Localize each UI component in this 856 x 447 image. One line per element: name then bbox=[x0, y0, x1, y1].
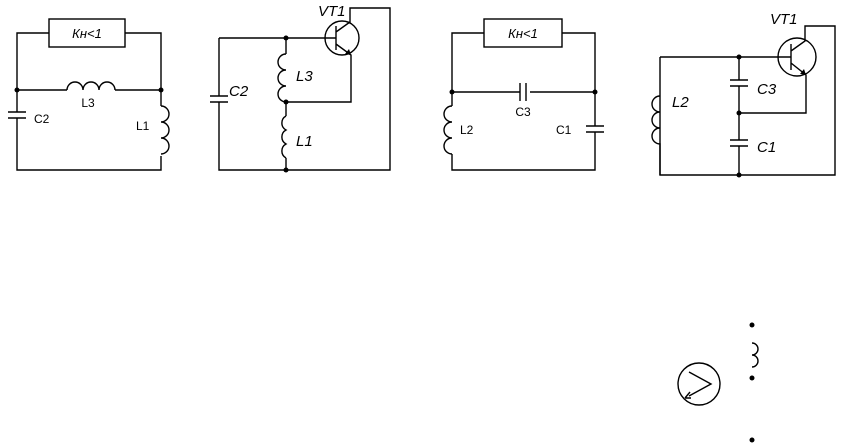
capacitor-c3 bbox=[730, 79, 748, 87]
inductor-l3 bbox=[66, 81, 116, 91]
c3-label: C3 bbox=[757, 81, 777, 98]
terminal-dot bbox=[749, 437, 755, 443]
l3-label: L3 bbox=[296, 68, 313, 85]
wire bbox=[451, 32, 484, 106]
vt1-label: VT1 bbox=[770, 11, 798, 28]
capacitor-c2 bbox=[210, 95, 228, 103]
circuit-3: Кн<1 C3 L2 C1 bbox=[443, 18, 604, 171]
c2-label: C2 bbox=[34, 112, 50, 126]
circuit-2: VT1 C2 L3 L1 bbox=[210, 3, 391, 173]
wire bbox=[218, 7, 391, 171]
inductor-fragment bbox=[751, 342, 759, 368]
l2-label: L2 bbox=[672, 94, 689, 111]
inductor-l3 bbox=[277, 53, 287, 103]
junction-dot bbox=[736, 54, 742, 60]
inductor-l1 bbox=[160, 105, 170, 155]
wire bbox=[562, 32, 596, 126]
junction-dot bbox=[14, 87, 20, 93]
junction-dot bbox=[283, 35, 289, 41]
capacitor-c1 bbox=[730, 139, 748, 147]
junction-dot bbox=[592, 89, 598, 95]
wire bbox=[16, 32, 49, 112]
terminal-dot bbox=[749, 322, 755, 328]
amplifier-label: Кн<1 bbox=[72, 26, 102, 41]
amplifier-label: Кн<1 bbox=[508, 26, 538, 41]
c3-label: C3 bbox=[515, 105, 531, 119]
emitter-arrow bbox=[800, 69, 806, 75]
junction-dot bbox=[736, 110, 742, 116]
circuit-4: VT1 L2 C3 C1 bbox=[651, 11, 836, 178]
amplifier-circle-icon bbox=[677, 362, 721, 406]
junction-dot bbox=[283, 167, 289, 173]
wire bbox=[218, 37, 286, 96]
l1-label: L1 bbox=[296, 133, 313, 150]
c1-label: C1 bbox=[757, 139, 776, 156]
wire bbox=[451, 132, 596, 171]
wire bbox=[16, 118, 162, 171]
amplifier-box bbox=[483, 18, 563, 48]
capacitor-c2 bbox=[8, 111, 26, 119]
l3-label: L3 bbox=[81, 96, 95, 110]
vt1-label: VT1 bbox=[318, 3, 346, 20]
inductor-l2 bbox=[651, 95, 661, 175]
emitter-arrow bbox=[345, 49, 351, 55]
inductor-l2 bbox=[443, 105, 453, 155]
capacitor-c1 bbox=[586, 125, 604, 133]
symbol-fragments bbox=[677, 322, 759, 443]
wire bbox=[659, 56, 739, 96]
triangle-symbol bbox=[688, 371, 713, 397]
junction-dot bbox=[449, 89, 455, 95]
junction-dot bbox=[283, 99, 289, 105]
terminal-dot bbox=[749, 375, 755, 381]
junction-dot bbox=[158, 87, 164, 93]
small-arrow bbox=[684, 391, 691, 399]
c1-label: C1 bbox=[556, 123, 572, 137]
circuit-1: Кн<1 C2 L3 L1 bbox=[8, 18, 170, 171]
l1-label: L1 bbox=[136, 119, 150, 133]
junction-dot bbox=[736, 172, 742, 178]
wire bbox=[125, 32, 162, 106]
capacitor-c3 bbox=[519, 83, 527, 101]
c2-label: C2 bbox=[229, 83, 249, 100]
inductor-l1 bbox=[281, 115, 288, 159]
l2-label: L2 bbox=[460, 123, 474, 137]
